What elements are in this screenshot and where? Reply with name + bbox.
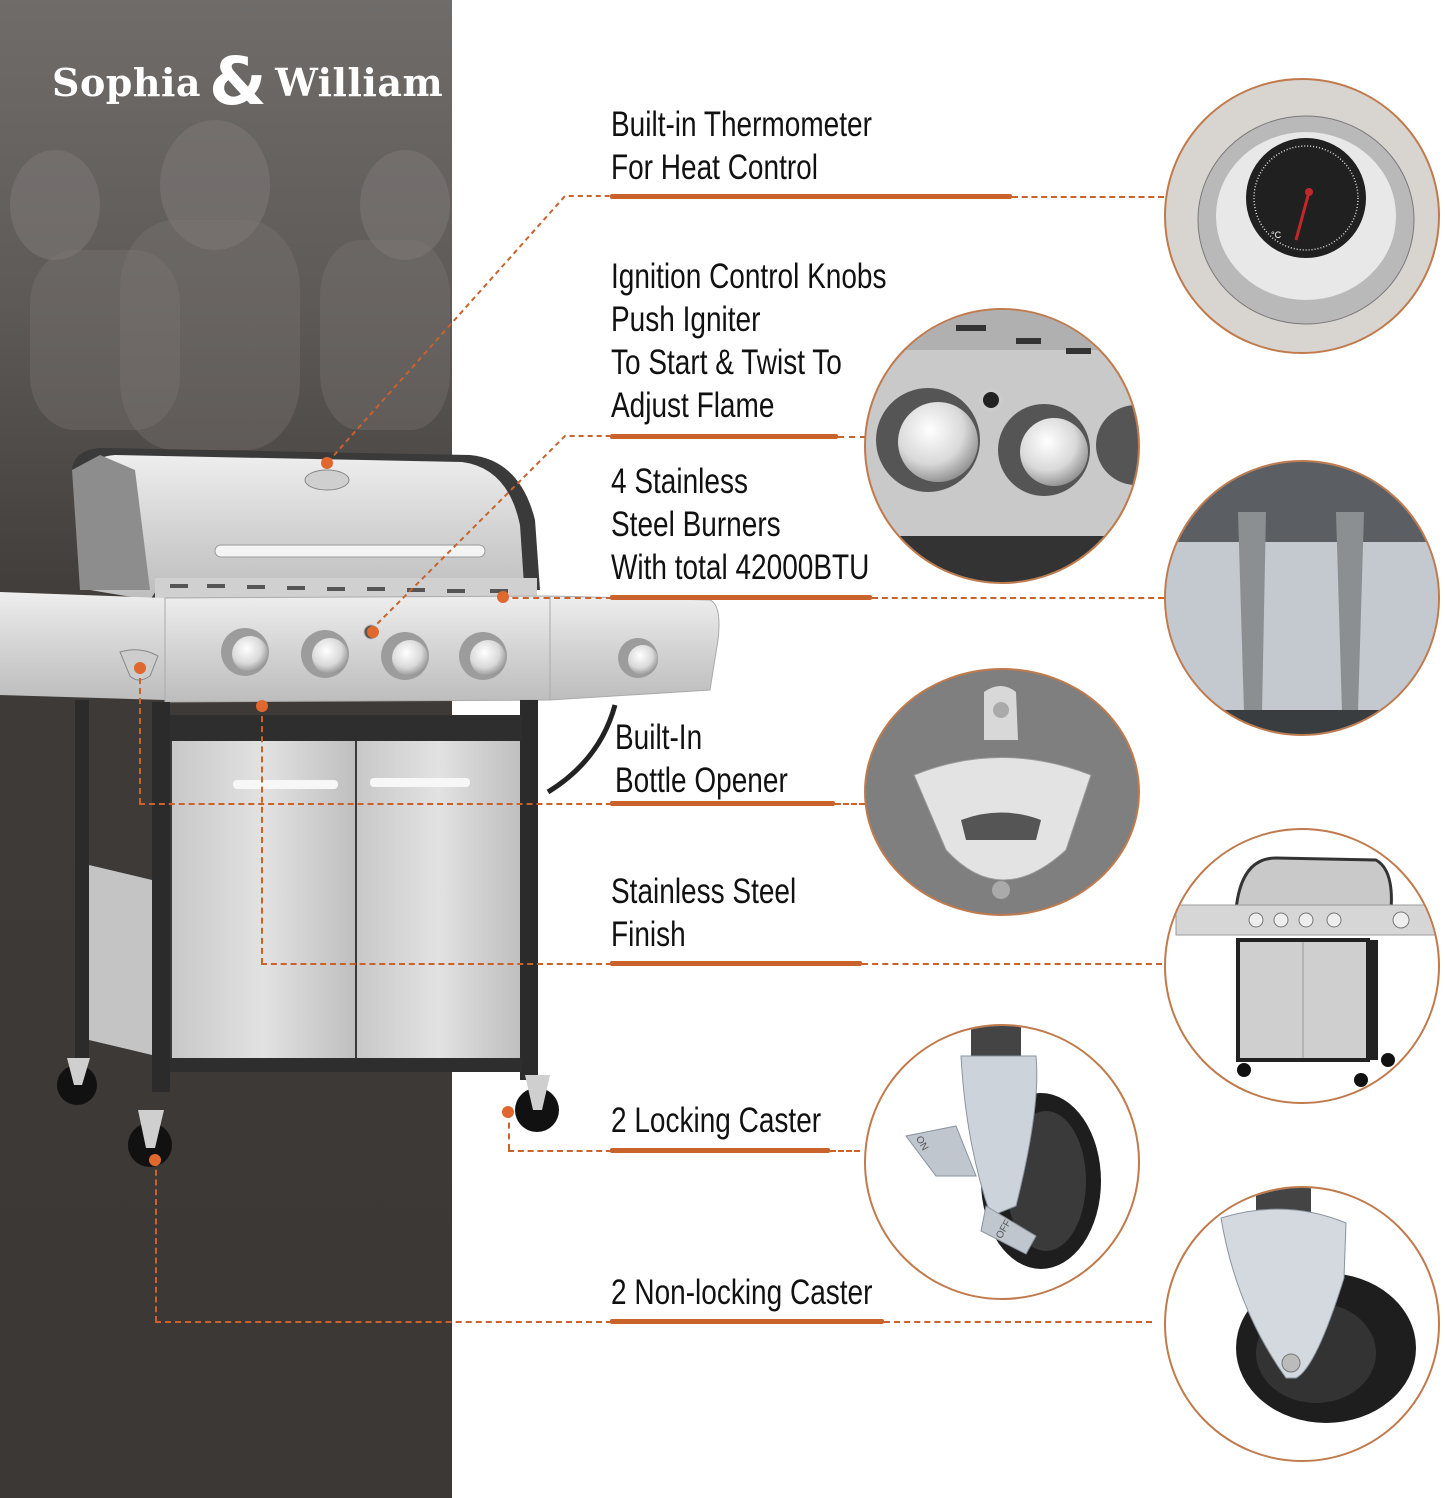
dashed-line (502, 597, 612, 599)
label-line: Steel Burners (611, 505, 781, 544)
dashed-line (261, 963, 612, 965)
dashed-line (155, 1160, 157, 1322)
person-silhouette (160, 120, 270, 250)
callout-dot (502, 1106, 514, 1118)
label-underline (610, 194, 1012, 199)
dashed-line (155, 1321, 612, 1323)
feature-label-thermometer: Built-in Thermometer For Heat Control (611, 103, 872, 189)
feature-label-bottle-opener: Built-In Bottle Opener (615, 716, 788, 802)
detail-circle-locking-caster: ON OFF (864, 1024, 1140, 1300)
brand-logo: Sophia & William (52, 43, 444, 120)
dashed-diagonal-line (327, 195, 610, 463)
non-locking-caster-icon (1220, 1188, 1416, 1423)
dashed-line (139, 668, 141, 804)
label-underline (610, 961, 862, 966)
dashed-line (830, 1150, 860, 1152)
grill-thumbnail-icon (1175, 856, 1437, 1087)
label-underline (610, 1148, 830, 1153)
label-underline (610, 801, 835, 806)
callout-dot (497, 591, 509, 603)
feature-label-finish: Stainless Steel Finish (611, 870, 796, 956)
detail-circle-full-grill (1164, 828, 1440, 1104)
label-line: Stainless Steel (611, 872, 797, 911)
thermometer-unit: °C (1271, 230, 1282, 240)
grill-illustration (0, 448, 720, 1167)
label-line: Bottle Opener (615, 761, 788, 800)
dashed-line (862, 963, 1162, 965)
label-line: Push Igniter (611, 300, 761, 339)
feature-label-locking-caster: 2 Locking Caster (611, 1099, 821, 1142)
label-line: Finish (611, 915, 686, 954)
dashed-line (508, 1112, 510, 1150)
brand-ampersand: & (209, 43, 268, 120)
detail-circle-bottle-opener (864, 668, 1140, 916)
label-line: For Heat Control (611, 148, 818, 187)
label-line: 2 Non-locking Caster (611, 1273, 873, 1312)
dashed-line (261, 706, 263, 964)
locking-caster-icon (905, 1026, 1101, 1269)
burner-tubes-icon (1166, 462, 1438, 734)
dashed-line (835, 803, 865, 805)
label-underline (610, 434, 838, 439)
detail-circle-non-locking-caster (1164, 1186, 1440, 1462)
dashed-line (838, 436, 866, 438)
dashed-diagonal-line (370, 435, 610, 631)
label-line: 2 Locking Caster (611, 1101, 822, 1140)
detail-circle-ignition-knobs (864, 308, 1140, 584)
label-underline (610, 595, 872, 600)
feature-label-burners: 4 Stainless Steel Burners With total 420… (611, 460, 869, 589)
label-line: Adjust Flame (611, 386, 775, 425)
dashed-line (884, 1321, 1152, 1323)
person-body (120, 220, 300, 450)
brand-name-right: William (275, 59, 444, 105)
dashed-line (139, 803, 612, 805)
brand-name-left: Sophia (52, 59, 202, 105)
thermometer-icon (1197, 115, 1415, 325)
bottle-opener-icon (913, 686, 1092, 899)
label-line: Built-In (615, 718, 703, 757)
detail-circle-burners (1164, 460, 1440, 736)
person-body (30, 250, 180, 430)
dashed-line (872, 597, 1164, 599)
dashed-line (1012, 196, 1164, 198)
callout-dot (367, 626, 379, 638)
feature-label-non-locking-caster: 2 Non-locking Caster (611, 1271, 872, 1314)
person-silhouette (10, 150, 100, 260)
label-line: Ignition Control Knobs (611, 257, 887, 296)
ignition-knobs-icon (866, 310, 1138, 582)
callout-dot (134, 662, 146, 674)
label-line: 4 Stainless (611, 462, 748, 501)
callout-dot (256, 700, 268, 712)
feature-label-ignition: Ignition Control Knobs Push Igniter To S… (611, 255, 887, 427)
detail-circle-thermometer: °C (1164, 78, 1440, 354)
label-line: Built-in Thermometer (611, 105, 872, 144)
label-line: With total 42000BTU (611, 548, 870, 587)
callout-dot (149, 1154, 161, 1166)
dashed-line (508, 1150, 612, 1152)
callout-dot (321, 457, 333, 469)
label-underline (610, 1319, 884, 1324)
label-line: To Start & Twist To (611, 343, 842, 382)
person-silhouette (360, 150, 450, 260)
